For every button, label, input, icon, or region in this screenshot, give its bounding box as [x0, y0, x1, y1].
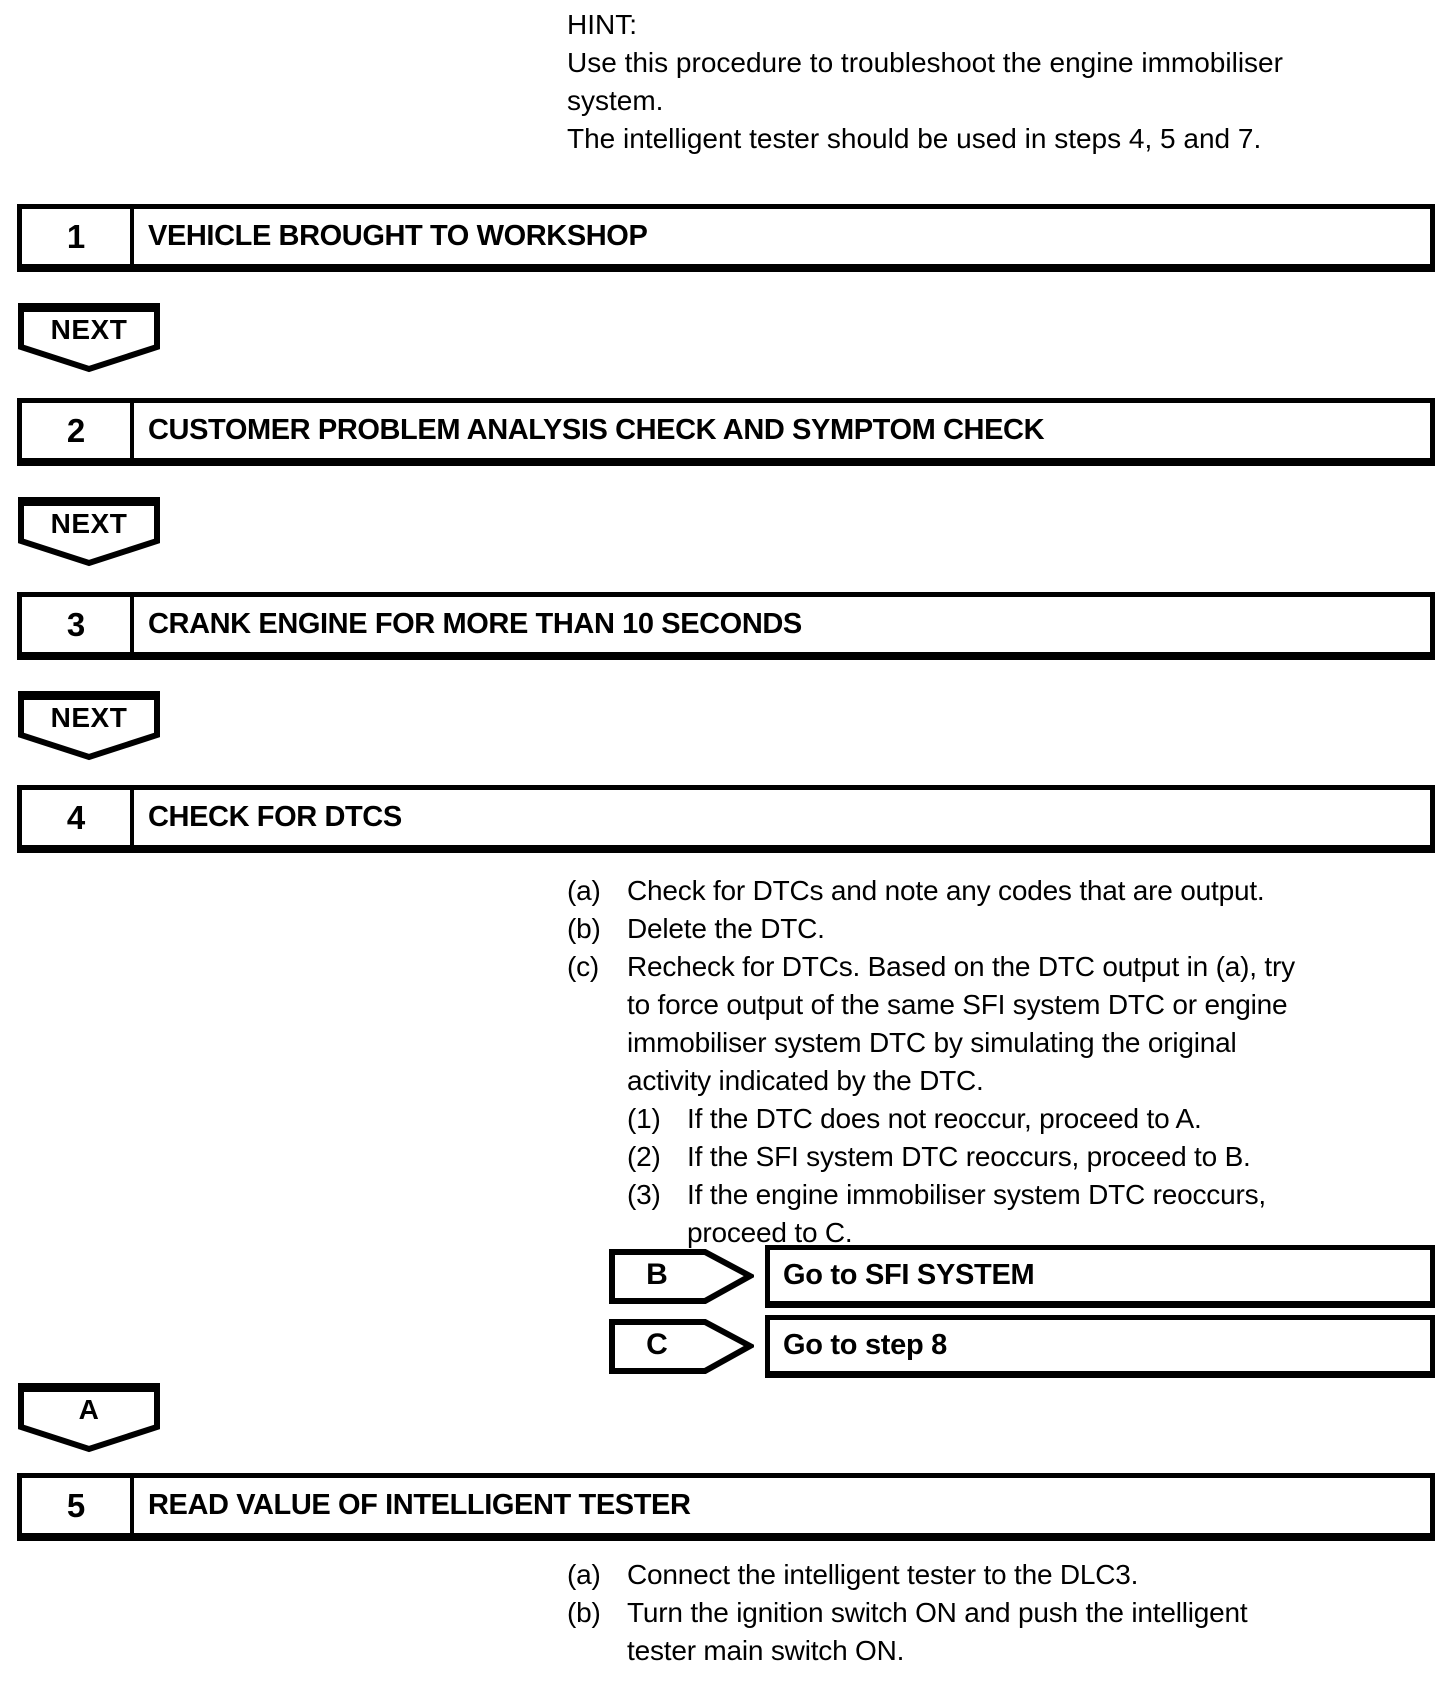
procedure-text: proceed to C. [687, 1217, 853, 1248]
down-arrow-pentagon-icon [18, 1383, 160, 1453]
next-connector-3: NEXT [18, 691, 160, 761]
procedure-subline: (2) If the SFI system DTC reoccurs, proc… [627, 1138, 1251, 1176]
next-connector-label: NEXT [50, 702, 128, 733]
procedure-text: If the DTC does not reoccur, proceed to … [687, 1103, 1202, 1134]
procedure-text: If the SFI system DTC reoccurs, proceed … [687, 1141, 1251, 1172]
step-box-2: 2 CUSTOMER PROBLEM ANALYSIS CHECK AND SY… [17, 398, 1435, 466]
step-box-5: 5 READ VALUE OF INTELLIGENT TESTER [17, 1473, 1435, 1541]
list-marker [567, 986, 627, 1024]
list-marker [567, 1632, 627, 1670]
procedure-text: Connect the intelligent tester to the DL… [627, 1559, 1139, 1590]
result-a-connector: A [18, 1383, 160, 1453]
step-title: VEHICLE BROUGHT TO WORKSHOP [148, 220, 648, 252]
next-connector-2: NEXT [18, 497, 160, 567]
procedure-text: to force output of the same SFI system D… [627, 989, 1288, 1020]
down-arrow-pentagon-icon [18, 691, 160, 761]
step-box-4: 4 CHECK FOR DTCS [17, 785, 1435, 853]
list-marker [567, 1024, 627, 1062]
down-arrow-pentagon-icon [18, 303, 160, 373]
procedure-line: tester main switch ON. [567, 1632, 904, 1670]
procedure-line: (a) Check for DTCs and note any codes th… [567, 872, 1265, 910]
goto-sfi-system-box: Go to SFI SYSTEM [765, 1245, 1435, 1308]
hint-label: HINT: [567, 9, 637, 40]
procedure-text: immobiliser system DTC by simulating the… [627, 1027, 1237, 1058]
step-title: CUSTOMER PROBLEM ANALYSIS CHECK AND SYMP… [148, 414, 1045, 446]
procedure-text: Delete the DTC. [627, 913, 825, 944]
step-number: 2 [22, 403, 134, 458]
hint-block: HINT: Use this procedure to troubleshoot… [567, 6, 1283, 158]
decision-label: B [646, 1258, 668, 1291]
list-marker: (b) [567, 913, 601, 944]
right-arrow-pentagon-icon [609, 1249, 754, 1304]
procedure-line: (c) Recheck for DTCs. Based on the DTC o… [567, 948, 1295, 986]
hint-text-line: Use this procedure to troubleshoot the e… [567, 47, 1283, 78]
step-box-3: 3 CRANK ENGINE FOR MORE THAN 10 SECONDS [17, 592, 1435, 660]
step-title: CHECK FOR DTCS [148, 801, 402, 833]
next-connector-1: NEXT [18, 303, 160, 373]
list-marker [567, 1062, 627, 1100]
decision-row-c: C Go to step 8 [609, 1315, 1435, 1378]
list-marker: (2) [627, 1141, 661, 1172]
list-marker: (b) [567, 1597, 601, 1628]
next-connector-label: NEXT [50, 314, 128, 345]
procedure-text: tester main switch ON. [627, 1635, 905, 1666]
step-title: CRANK ENGINE FOR MORE THAN 10 SECONDS [148, 608, 802, 640]
next-connector-label: NEXT [50, 508, 128, 539]
procedure-text: Turn the ignition switch ON and push the… [627, 1597, 1248, 1628]
right-arrow-pentagon-icon [609, 1319, 754, 1374]
procedure-text: Check for DTCs and note any codes that a… [627, 875, 1265, 906]
procedure-line: immobiliser system DTC by simulating the… [567, 1024, 1237, 1062]
list-marker: (c) [567, 951, 600, 982]
result-a-label: A [78, 1394, 100, 1425]
down-arrow-pentagon-icon [18, 497, 160, 567]
procedure-line: (b) Turn the ignition switch ON and push… [567, 1594, 1248, 1632]
procedure-subline: proceed to C. [627, 1214, 853, 1252]
step-number: 3 [22, 597, 134, 652]
list-marker: (a) [567, 1559, 601, 1590]
procedure-subline: (1) If the DTC does not reoccur, proceed… [627, 1100, 1202, 1138]
procedure-text: Recheck for DTCs. Based on the DTC outpu… [627, 951, 1295, 982]
step-number: 1 [22, 209, 134, 264]
procedure-line: (b) Delete the DTC. [567, 910, 825, 948]
step-number: 5 [22, 1478, 134, 1533]
procedure-line: to force output of the same SFI system D… [567, 986, 1288, 1024]
procedure-text: activity indicated by the DTC. [627, 1065, 984, 1096]
procedure-line: activity indicated by the DTC. [567, 1062, 984, 1100]
procedure-subline: (3) If the engine immobiliser system DTC… [627, 1176, 1266, 1214]
list-marker: (1) [627, 1103, 661, 1134]
hint-text-line: The intelligent tester should be used in… [567, 123, 1262, 154]
hint-text-line: system. [567, 85, 664, 116]
step-number: 4 [22, 790, 134, 845]
decision-row-b: B Go to SFI SYSTEM [609, 1245, 1435, 1308]
procedure-text: If the engine immobiliser system DTC reo… [687, 1179, 1266, 1210]
goto-step-8-box: Go to step 8 [765, 1315, 1435, 1378]
decision-label: C [646, 1328, 668, 1361]
step-box-1: 1 VEHICLE BROUGHT TO WORKSHOP [17, 204, 1435, 272]
procedure-line: (a) Connect the intelligent tester to th… [567, 1556, 1138, 1594]
list-marker: (a) [567, 875, 601, 906]
list-marker: (3) [627, 1179, 661, 1210]
step-title: READ VALUE OF INTELLIGENT TESTER [148, 1489, 691, 1521]
